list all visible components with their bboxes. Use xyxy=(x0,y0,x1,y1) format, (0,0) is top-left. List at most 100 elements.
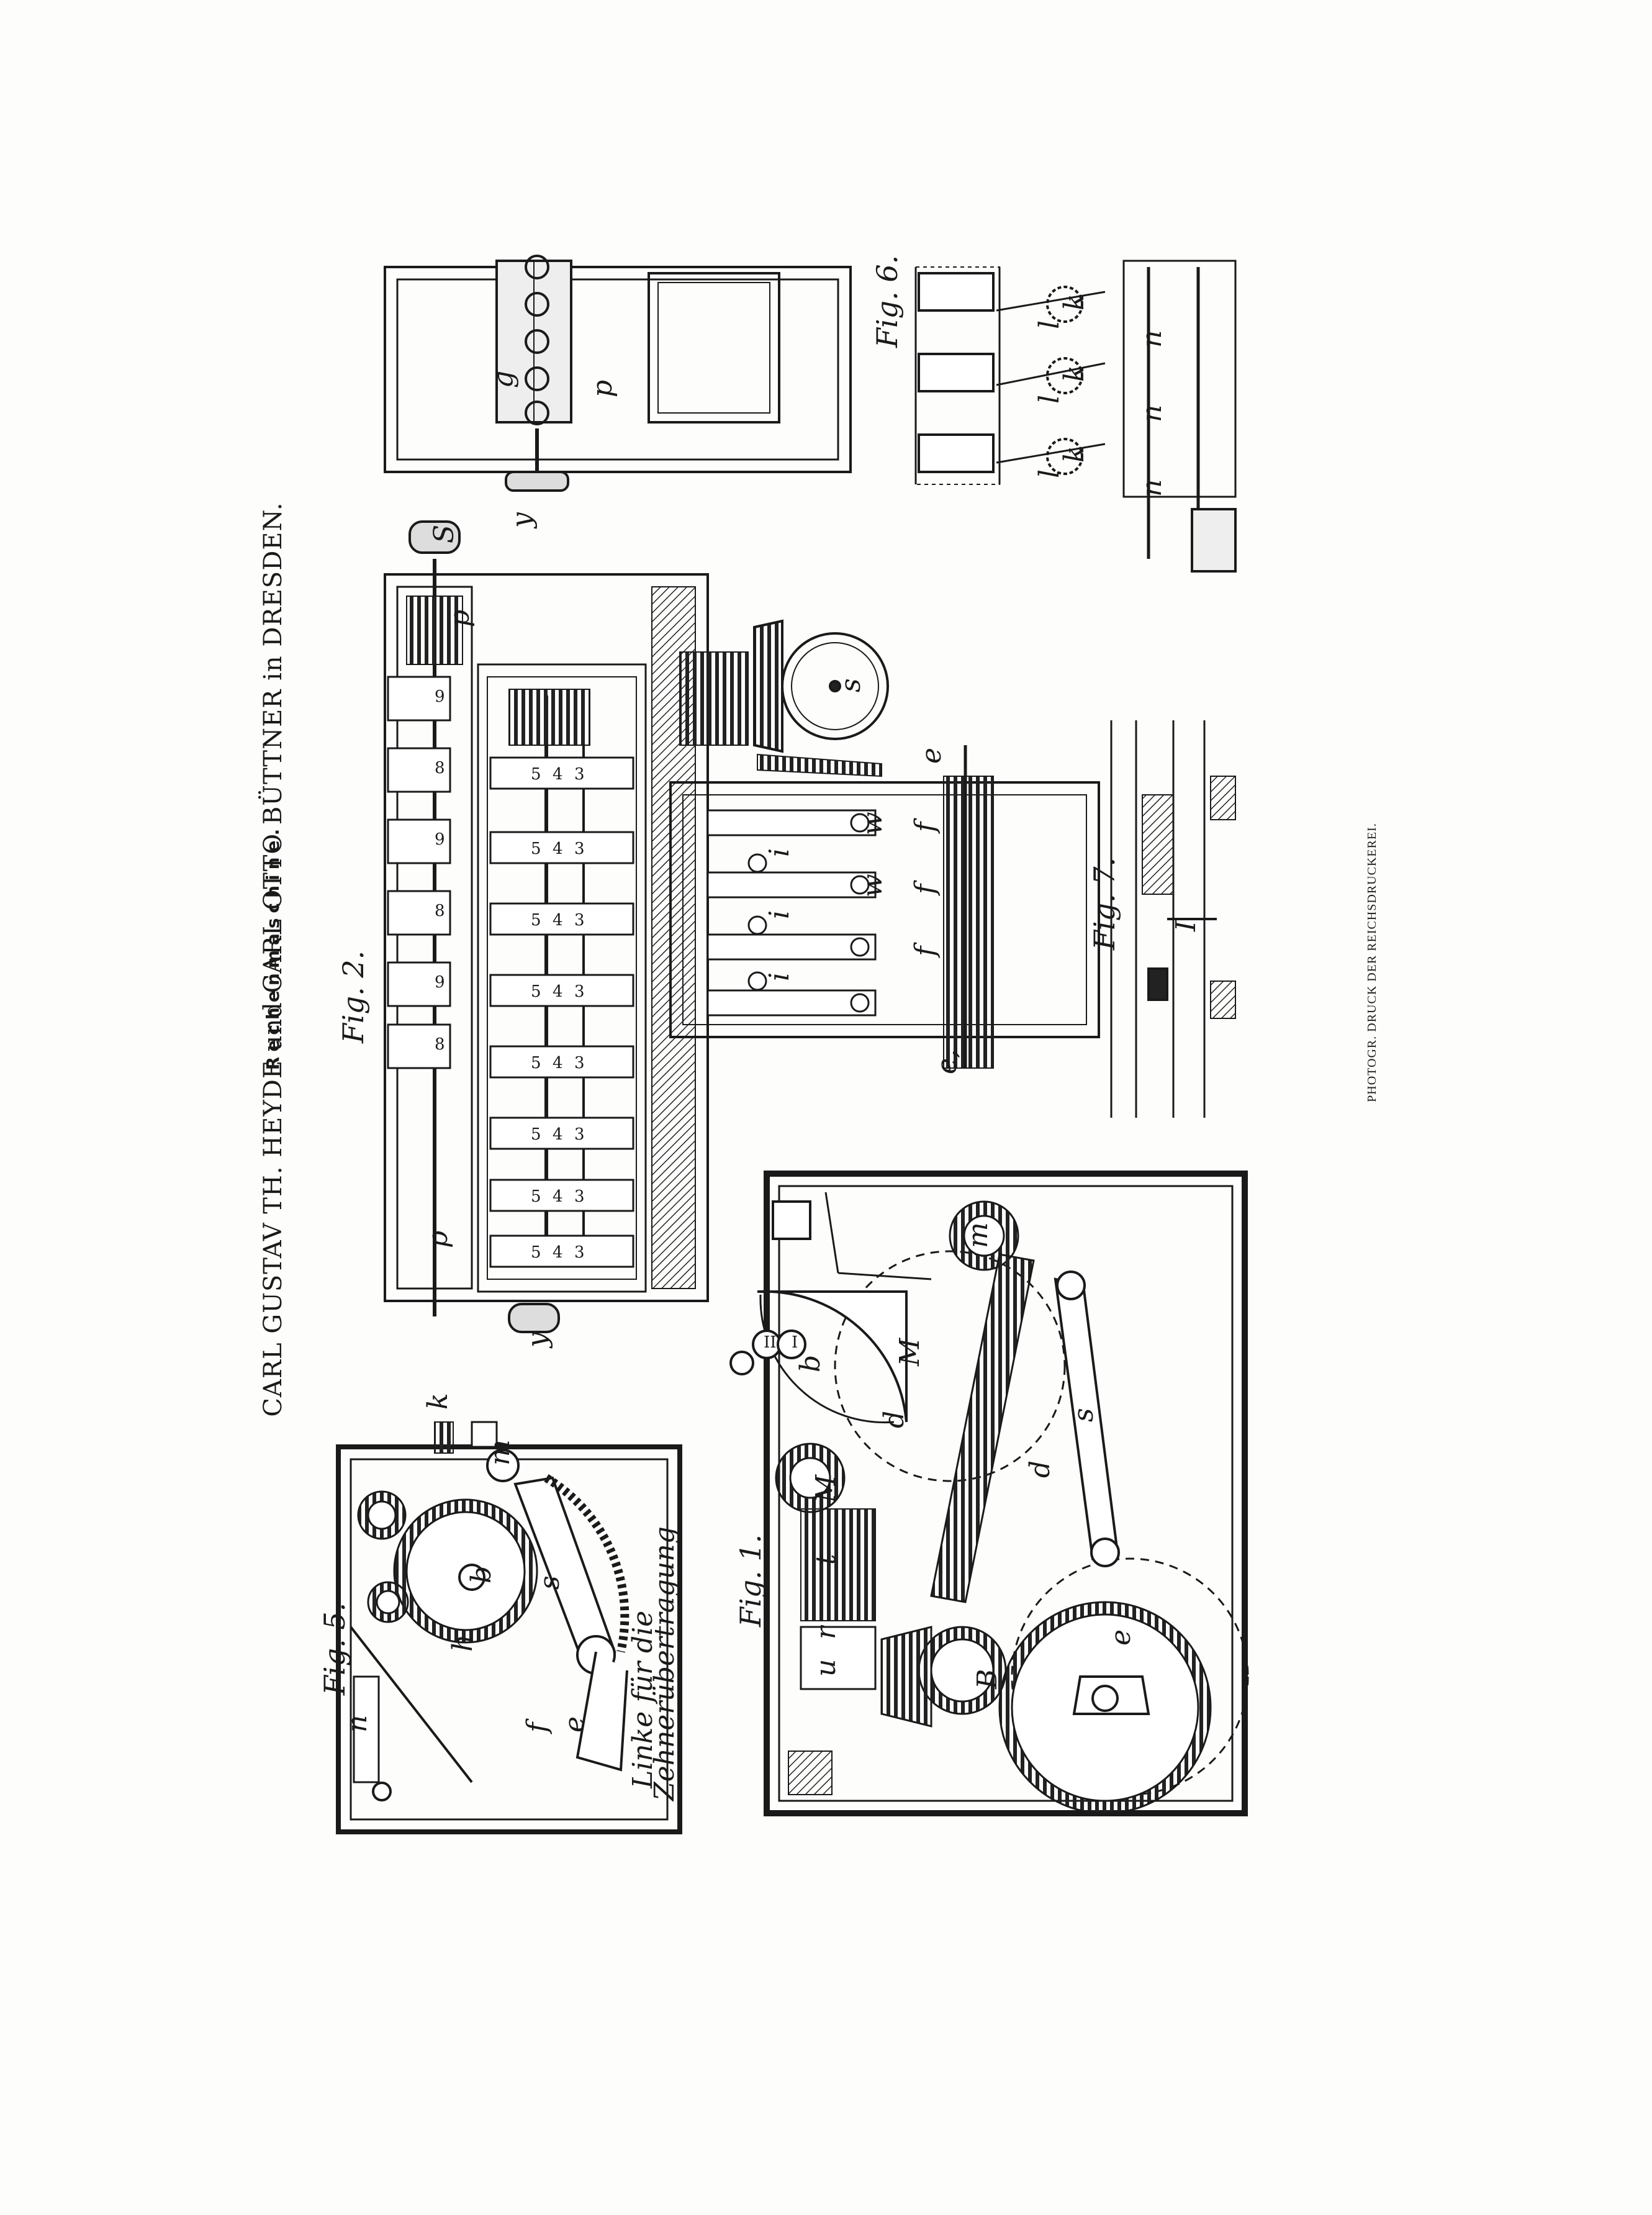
fig2-drum-digit-5g: 5 xyxy=(531,1187,541,1206)
fig1-label-M-lower: M xyxy=(810,1474,842,1503)
fig2-drum-digit-5b: 5 xyxy=(531,840,541,858)
fig2-label-f-1: f xyxy=(910,818,941,834)
fig1-title: Fig. 1. xyxy=(734,1534,767,1628)
figure-5 xyxy=(336,1421,682,1834)
fig2-digit-9c: 9 xyxy=(435,973,445,992)
fig2-label-i-3: i xyxy=(764,972,795,981)
fig2-drum-digit-5f: 5 xyxy=(531,1125,541,1144)
fig2-title: Fig. 2. xyxy=(336,951,370,1044)
fig2-drum-digit-4c: 4 xyxy=(553,911,563,930)
fig6-label-k-2: k xyxy=(1058,365,1090,382)
fig2-label-w-1: w xyxy=(857,812,888,835)
fig2-drum-digit-5e: 5 xyxy=(531,1054,541,1072)
fig1-label-r: r xyxy=(810,1624,842,1639)
figure-1 xyxy=(729,1171,1249,1816)
fig2-drum-digit-3g: 3 xyxy=(574,1187,585,1206)
fig2-label-i-2: i xyxy=(764,910,795,919)
figure-6 xyxy=(914,260,1237,573)
fig2-drum-digit-3b: 3 xyxy=(574,840,585,858)
fig7-label-I: I xyxy=(1170,920,1202,932)
fig2-drum-digit-4f: 4 xyxy=(553,1125,563,1144)
fig6-label-k-3: k xyxy=(1058,446,1090,463)
fig2-label-i-1: i xyxy=(764,848,795,857)
fig6-label-k-1: k xyxy=(1058,294,1090,310)
fig5-label-e: e xyxy=(559,1716,590,1733)
fig2-label-p-right: p xyxy=(444,610,476,627)
fig1-label-M-upper: M xyxy=(894,1338,926,1367)
fig2-carry-section xyxy=(669,745,1100,1069)
fig5-note-line1: Linke für die xyxy=(627,1611,659,1789)
fig2-label-e1: e, xyxy=(931,1049,963,1074)
fig2-stepped-drums xyxy=(489,756,634,1268)
fig2-drum-digit-4h: 4 xyxy=(553,1243,563,1262)
fig5-label-h: h xyxy=(447,1634,479,1652)
fig2-digit-8c: 8 xyxy=(435,1035,445,1054)
fig2-drum-digit-3f: 3 xyxy=(574,1125,585,1144)
fig1-label-a: d xyxy=(878,1411,910,1428)
fig2-drum-digit-3e: 3 xyxy=(574,1054,585,1072)
fig2-upper-digit-wheels xyxy=(387,676,451,1069)
fig1-label-m: m xyxy=(962,1222,994,1248)
figure-7 xyxy=(1110,720,1236,1118)
fig1-label-e: e xyxy=(1105,1629,1137,1646)
fig2-label-S: S xyxy=(428,525,460,543)
fig2-drum-digit-4b: 4 xyxy=(553,840,563,858)
fig3-label-p: p xyxy=(587,380,618,397)
fig3-label-g: g xyxy=(487,371,519,388)
fig6-label-l-3: l xyxy=(1034,469,1065,478)
fig5-title: Fig. 5. xyxy=(318,1603,351,1696)
fig5-note-line2: Zehnerübertragung xyxy=(649,1526,680,1802)
fig2-drive-wheel xyxy=(679,619,889,777)
fig7-title: Fig. 7. xyxy=(1088,858,1121,951)
fig2-drum-digit-3c: 3 xyxy=(574,911,585,930)
fig2-label-p-left: p xyxy=(422,1231,454,1248)
fig2-digit-labels: 9 8 9 8 9 8 5 4 3 5 4 3 5 4 3 5 4 3 5 4 … xyxy=(435,687,585,1262)
fig6-label-n-3: n xyxy=(1136,479,1168,497)
fig2-label-e: e xyxy=(916,748,947,764)
fig1-disk-label-I: I xyxy=(792,1333,798,1352)
fig2-drum-digit-3: 3 xyxy=(574,765,585,784)
fig1-label-b: b xyxy=(795,1355,826,1372)
fig2-label-s-wheel: s xyxy=(835,678,867,692)
fig5-label-b: b xyxy=(466,1566,497,1583)
fig2-label-w-2: w xyxy=(857,874,888,897)
fig2-drum-digit-5: 5 xyxy=(531,765,541,784)
figure-2 xyxy=(384,520,709,1333)
fig1-disk-label-II: II xyxy=(764,1333,777,1352)
fig2-drum-digit-3d: 3 xyxy=(574,982,585,1001)
fig3-numeral-wheels xyxy=(525,255,549,425)
fig5-label-n: n xyxy=(341,1715,373,1733)
fig6-title: Fig. 6. xyxy=(870,255,904,348)
fig1-label-s: s xyxy=(1068,1408,1099,1422)
fig2-label-y-bottom: y xyxy=(521,1331,553,1349)
fig2-digit-9b: 9 xyxy=(435,830,445,849)
fig5-label-m: m xyxy=(484,1439,516,1465)
fig2-digit-8: 8 xyxy=(435,759,445,777)
fig5-label-f: f xyxy=(521,1718,553,1734)
fig1-label-B: B xyxy=(972,1669,1003,1690)
fig6-label-n-2: n xyxy=(1136,405,1168,422)
fig2-drum-digit-4g: 4 xyxy=(553,1187,563,1206)
fig2-drum-digit-4e: 4 xyxy=(553,1054,563,1072)
fig2-carry-levers xyxy=(706,809,877,1017)
fig2-label-f-2: f xyxy=(910,880,941,896)
figure-3 xyxy=(384,255,852,492)
fig2-drum-digit-5c: 5 xyxy=(531,911,541,930)
fig6-label-l-1: l xyxy=(1034,320,1065,329)
fig6-label-n-1: n xyxy=(1136,330,1168,348)
fig6-label-l-2: l xyxy=(1034,395,1065,404)
fig1-label-d: d xyxy=(1024,1461,1056,1478)
fig2-digit-8b: 8 xyxy=(435,902,445,920)
fig2-drum-digit-5d: 5 xyxy=(531,982,541,1001)
fig2-drum-digit-3h: 3 xyxy=(574,1243,585,1262)
fig5-label-s: s xyxy=(534,1575,566,1590)
fig2-drum-digit-5h: 5 xyxy=(531,1243,541,1262)
fig2-drum-digit-4: 4 xyxy=(553,765,563,784)
fig3-label-y: y xyxy=(506,512,538,529)
fig2-label-f-3: f xyxy=(910,942,941,958)
fig1-label-t: t xyxy=(810,1554,842,1565)
fig2-digit-9: 9 xyxy=(435,687,445,706)
fig5-label-k: k xyxy=(422,1393,454,1410)
